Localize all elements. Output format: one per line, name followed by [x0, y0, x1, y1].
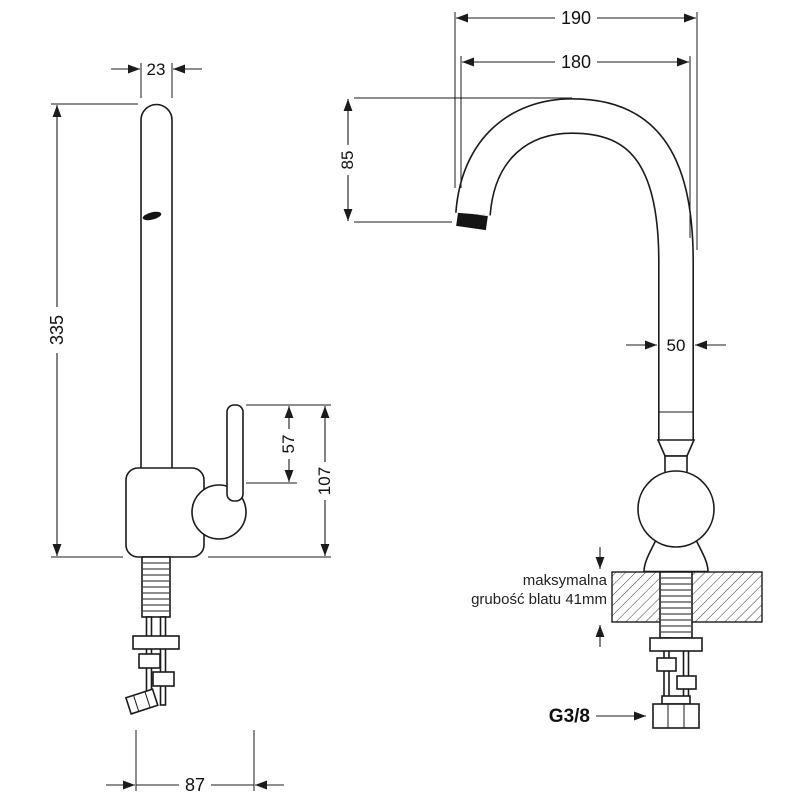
- dim-total-height-label: 335: [47, 315, 67, 345]
- dim-body-diameter-label: 50: [667, 336, 686, 355]
- side-aerator-icon: [142, 211, 162, 221]
- dim-overall-width-label: 190: [561, 8, 591, 28]
- dim-overall-width: 190: [454, 8, 698, 250]
- front-mounting-hardware: [649, 637, 703, 729]
- side-mounting-hardware: [124, 616, 180, 715]
- counter-note-line2: grubość blatu 41mm: [471, 591, 607, 608]
- dim-handle-height: 107: [208, 406, 334, 558]
- front-knob: [637, 470, 715, 548]
- dim-handle-height-label: 107: [315, 467, 334, 495]
- front-spout-inner: [456, 99, 693, 440]
- dim-spout-drop-label: 85: [338, 151, 357, 170]
- front-collar: [656, 439, 696, 457]
- side-lever: [226, 404, 244, 502]
- front-threaded-shank: [659, 571, 693, 639]
- dim-base-depth-label: 87: [185, 775, 205, 795]
- front-aerator-icon: [456, 211, 488, 231]
- dim-total-height: 335: [47, 103, 138, 558]
- side-spout-tube: [140, 103, 173, 473]
- thread-size-label: G3/8: [549, 706, 590, 727]
- dim-body-diameter: 50: [626, 336, 726, 355]
- front-view: 190 180 85 50: [338, 8, 763, 729]
- thread-size-callout: G3/8: [549, 706, 646, 727]
- dim-spout-reach-label: 180: [561, 52, 591, 72]
- counter-thickness-note: maksymalna grubość blatu 41mm: [471, 547, 608, 647]
- dim-spout-diameter: 23: [111, 60, 202, 98]
- dim-lever-length: 57: [246, 404, 331, 484]
- side-view: 23 335 57: [47, 60, 334, 795]
- dim-base-depth: 87: [106, 730, 284, 795]
- dim-lever-length-label: 57: [279, 435, 298, 454]
- dim-spout-drop: 85: [338, 97, 572, 223]
- counter-note-line1: maksymalna: [523, 572, 608, 589]
- side-thread-lines: [143, 562, 169, 612]
- dim-spout-diameter-label: 23: [147, 60, 166, 79]
- dim-spout-reach: 180: [460, 52, 691, 238]
